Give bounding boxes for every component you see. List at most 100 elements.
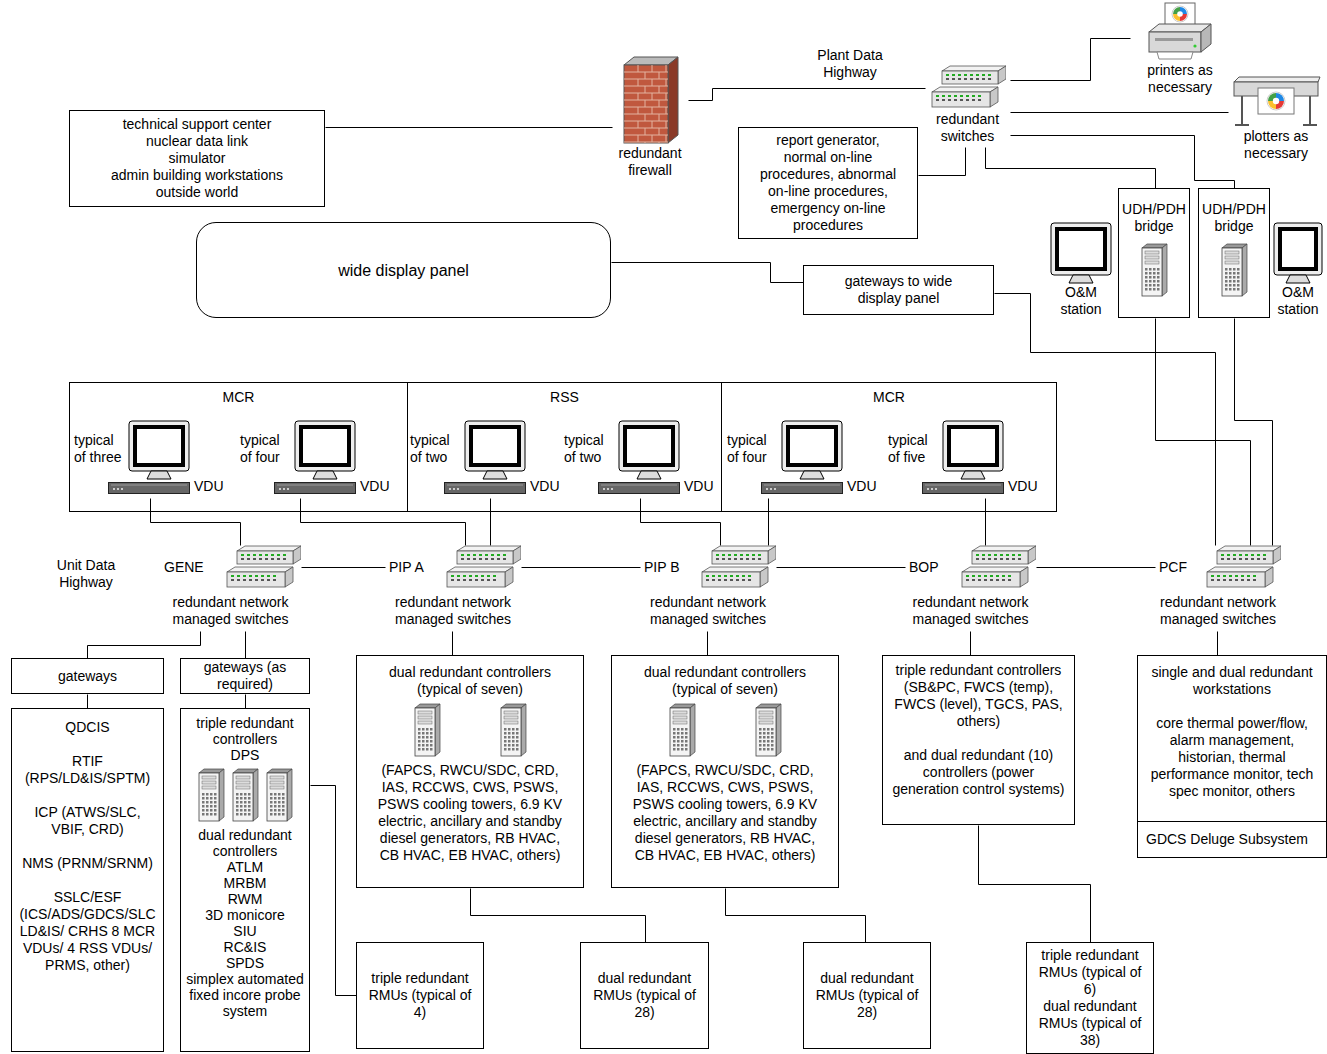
- monitor-icon-art: [294, 420, 356, 480]
- system-box: QDCISRTIF (RPS/LD&IS/SPTM)ICP (ATWS/SLC,…: [11, 708, 164, 1052]
- monitor-icon: [1273, 222, 1323, 284]
- rmu-box: triple redundant RMUs (typical of 4): [356, 942, 484, 1049]
- controller-box: triple redundant controllersDPSdual redu…: [180, 708, 310, 1052]
- node-text: wide display panel: [338, 262, 469, 279]
- node-text: simulator: [169, 150, 226, 167]
- server-icon: [1221, 243, 1248, 297]
- switch-icon: [930, 65, 1006, 109]
- node-text: VDU: [360, 478, 390, 495]
- connector: [1235, 319, 1273, 546]
- text-holder: redundant network managed switches: [905, 594, 1036, 628]
- server-pair-icon-art: [405, 702, 535, 758]
- connector: [245, 632, 246, 659]
- connector: [471, 889, 646, 943]
- bridge-box: UDH/PDH bridge: [1198, 188, 1270, 318]
- node-text: dual redundant controllers (typical of s…: [369, 664, 571, 698]
- monitor-icon: [618, 420, 680, 480]
- connector: [995, 294, 1216, 546]
- node-text: MCR: [722, 389, 1056, 406]
- node-text: (FAPCS, RWCU/SDC, CRD, IAS, RCCWS, CWS, …: [624, 762, 826, 864]
- system-box: technical support centernuclear data lin…: [69, 110, 325, 207]
- connector: [641, 499, 721, 546]
- connector: [1011, 39, 1131, 81]
- rmu-box: dual redundant RMUs (typical of 28): [580, 942, 709, 1049]
- node-text: simplex automated fixed incore probe sys…: [185, 971, 305, 1019]
- node-text: nuclear data link: [146, 133, 248, 150]
- node-text: UDH/PDH bridge: [1121, 201, 1187, 235]
- node-text: typical of two: [564, 432, 616, 466]
- connector: [985, 499, 986, 546]
- node-text: 3D monicore: [205, 907, 284, 923]
- text-holder: BOP: [905, 559, 939, 576]
- text-holder: VDU: [847, 478, 877, 495]
- node-text: single and dual redundant workstations: [1138, 664, 1326, 698]
- node-text: SSLC/ESF (ICS/ADS/GDCS/SLC LD&IS/ CRHS 8…: [16, 889, 159, 974]
- node-text: dual redundant controllers: [185, 827, 305, 859]
- node-text: plotters as necessary: [1228, 128, 1324, 162]
- subsystem-band: GDCS Deluge Subsystem: [1138, 821, 1326, 857]
- network-switch: PIP Bredundant network managed switches: [640, 545, 776, 631]
- connector: [979, 826, 1091, 943]
- node-text: printers as necessary: [1130, 62, 1230, 96]
- printer-icon-art: [1145, 2, 1215, 62]
- node-text: typical of four: [727, 432, 779, 466]
- firewall-icon: [620, 55, 680, 145]
- node-text: dual redundant controllers (typical of s…: [624, 664, 826, 698]
- connector: [970, 632, 971, 656]
- node-text: GDCS Deluge Subsystem: [1146, 831, 1318, 848]
- cpu-bar-icon-art: [598, 482, 680, 494]
- controller-box: dual redundant controllers (typical of s…: [611, 655, 839, 888]
- node-text: PIP A: [385, 559, 424, 576]
- node-text: redundant network managed switches: [640, 594, 776, 628]
- monitor-icon: [781, 420, 843, 480]
- controller-box: triple redundant controllers (SB&PC, FWC…: [882, 655, 1075, 825]
- printer-icon: [1145, 2, 1215, 62]
- node-text: ICP (ATWS/SLC, VBIF, CRD): [16, 804, 159, 838]
- node-text: core thermal power/flow, alarm managemen…: [1138, 715, 1326, 800]
- connector: [612, 263, 804, 283]
- node-text: dual redundant RMUs (typical of 38): [1033, 998, 1147, 1049]
- firewall-icon-art: [620, 55, 680, 145]
- monitor-icon-art: [942, 420, 1004, 480]
- node-text: report generator, normal on-line procedu…: [758, 132, 898, 234]
- cpu-bar-icon-art: [922, 482, 1004, 494]
- connector: [301, 499, 466, 546]
- node-text: redundant network managed switches: [905, 594, 1036, 628]
- monitor-icon-art: [1050, 222, 1112, 284]
- text-holder: VDU: [530, 478, 560, 495]
- node-text: gateways (as required): [185, 659, 305, 693]
- controller-box: dual redundant controllers (typical of s…: [356, 655, 584, 888]
- network-switch: PIP Aredundant network managed switches: [385, 545, 521, 631]
- node-text: dual redundant RMUs (typical of 28): [587, 970, 702, 1021]
- cpu-bar-icon: [761, 482, 843, 494]
- monitor-icon: [464, 420, 526, 480]
- bridge-box: UDH/PDH bridge: [1118, 188, 1190, 318]
- vdu-station: typical of twoVDU: [410, 420, 562, 498]
- text-holder: VDU: [360, 478, 390, 495]
- gateway-box: gateways (as required): [180, 658, 310, 694]
- node-text: QDCIS: [65, 719, 109, 736]
- node-text: typical of three: [74, 432, 126, 466]
- node-text: ATLM: [227, 859, 263, 875]
- monitor-icon: [1050, 222, 1112, 284]
- monitor-icon: [294, 420, 356, 480]
- node-text: typical of two: [410, 432, 462, 466]
- monitor-icon: [128, 420, 190, 480]
- text-holder: GENE: [160, 559, 204, 576]
- text-holder: typical of five: [888, 432, 940, 466]
- connector: [1011, 112, 1229, 113]
- rmu-box: dual redundant RMUs (typical of 28): [803, 942, 931, 1049]
- vdu-station: typical of twoVDU: [564, 420, 716, 498]
- cpu-bar-icon: [444, 482, 526, 494]
- connector: [986, 148, 1156, 189]
- node-text: technical support center: [123, 116, 272, 133]
- text-holder: typical of two: [410, 432, 462, 466]
- node-text: VDU: [847, 478, 877, 495]
- node-text: admin building workstations: [111, 167, 283, 184]
- text-holder: redundant network managed switches: [160, 594, 301, 628]
- node-text: MCR: [70, 389, 407, 406]
- switch-icon-art: [225, 545, 301, 589]
- server-pair-icon: [660, 702, 790, 758]
- monitor-icon: [942, 420, 1004, 480]
